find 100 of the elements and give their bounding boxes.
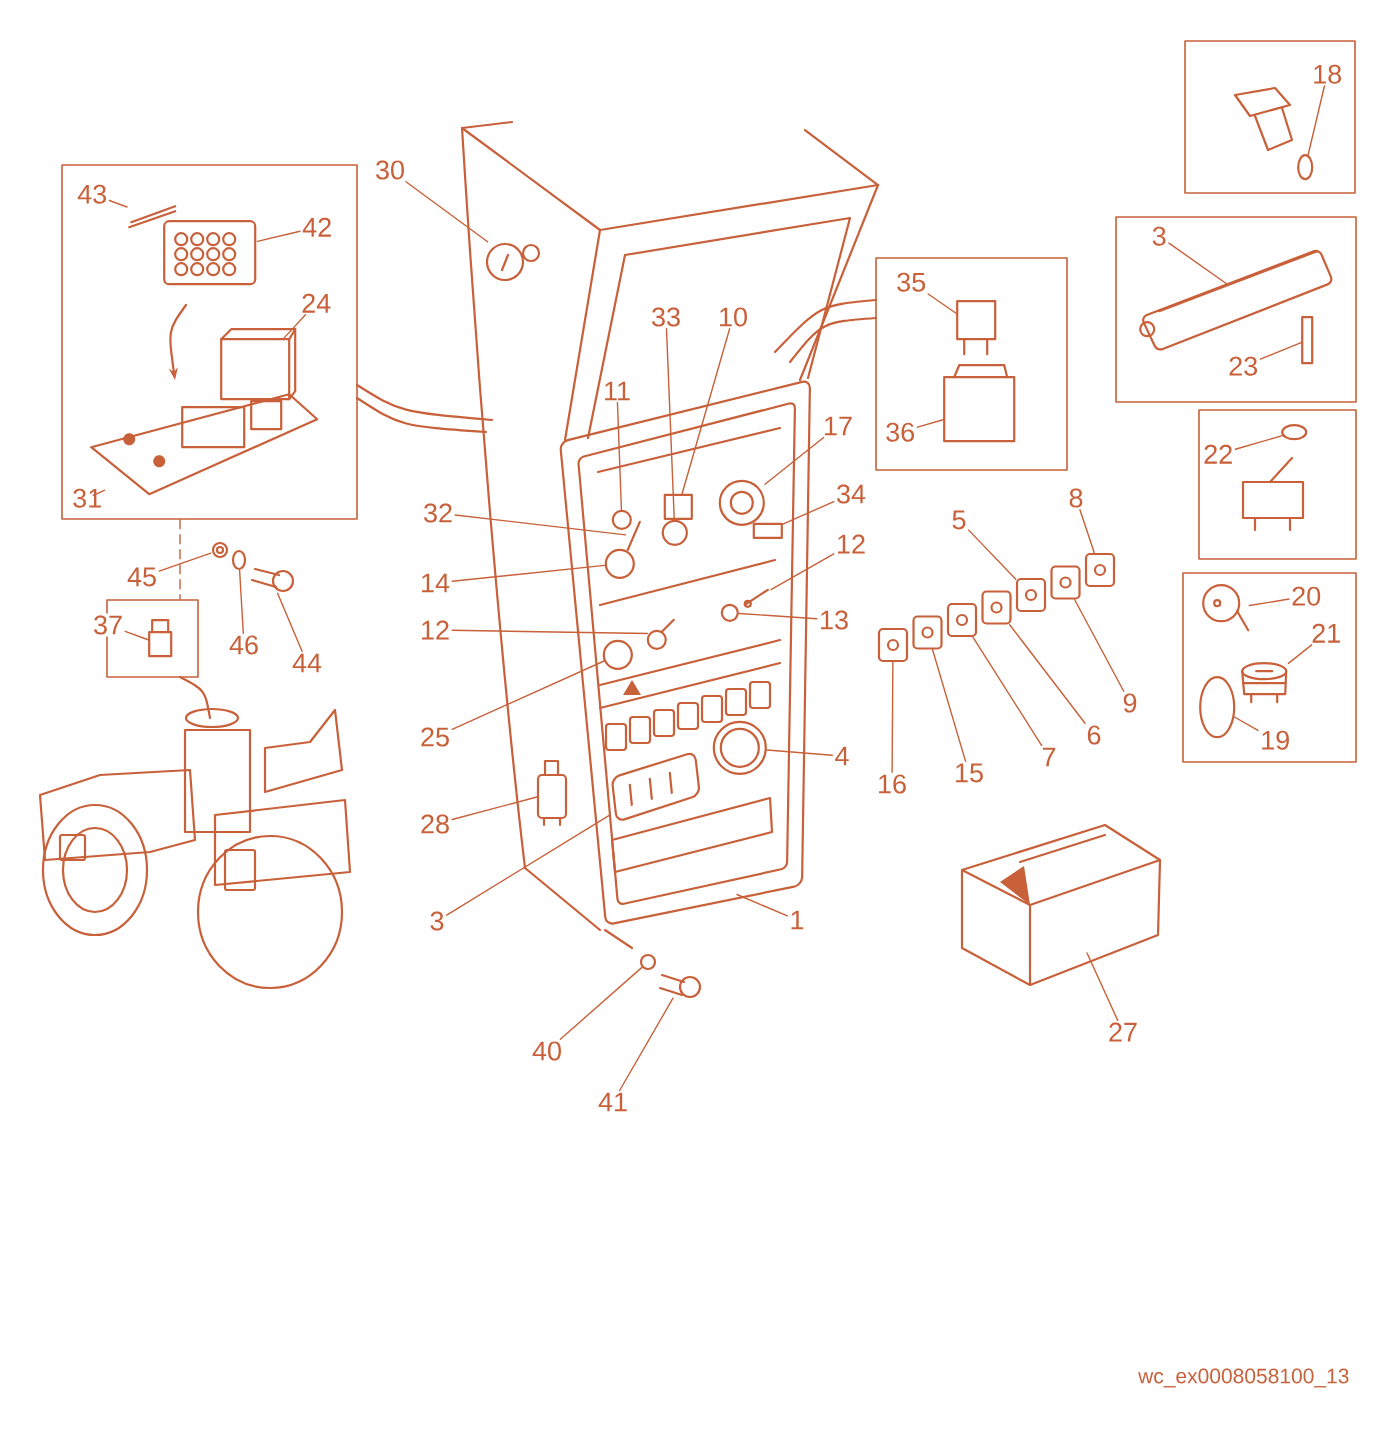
inset-frame	[1184, 40, 1356, 194]
callout-number: 33	[652, 307, 680, 327]
callout-number: 16	[879, 774, 906, 794]
leader-line	[1248, 598, 1290, 607]
callout-number: 24	[302, 293, 331, 313]
key-drawing	[1202, 584, 1250, 632]
callout-number: 23	[1229, 356, 1258, 376]
fuse-drawing	[1301, 316, 1314, 365]
ignition-switch-drawing	[1241, 662, 1288, 704]
bolt-drawing	[250, 567, 295, 593]
leader-line	[738, 612, 818, 620]
leader-line	[736, 893, 788, 917]
callout-number: 31	[73, 488, 101, 508]
button-drawing	[602, 639, 633, 670]
washer-drawing	[231, 549, 247, 571]
washer-drawing	[211, 541, 229, 559]
callout-number: 18	[1314, 64, 1342, 84]
rocker-switch-drawing	[1015, 577, 1047, 613]
rocker-switch-drawing	[981, 590, 1012, 625]
leader-line	[764, 436, 825, 485]
callout-number: 12	[422, 620, 449, 640]
mount-drawing	[752, 522, 783, 539]
callout-number: 43	[77, 184, 107, 204]
leader-line	[618, 997, 674, 1092]
leader-line	[927, 293, 957, 314]
callout-number: 7	[1042, 747, 1056, 767]
lever-drawing	[626, 520, 641, 551]
toggle-drawing	[743, 588, 769, 608]
bulb-drawing	[1297, 154, 1314, 181]
gauge-drawing	[485, 242, 541, 282]
leader-line	[451, 796, 538, 821]
callout-number: 46	[229, 635, 258, 655]
callout-number: 17	[825, 416, 852, 436]
callout-number: 42	[302, 217, 331, 237]
relay-drawing	[220, 328, 297, 401]
leader-line	[972, 636, 1043, 747]
leader-line	[1008, 624, 1086, 724]
leader-line	[124, 630, 149, 641]
leader-line	[179, 519, 181, 600]
inset-frame	[875, 257, 1068, 471]
leader-line	[891, 661, 894, 773]
callout-number: 3	[430, 911, 444, 931]
leader-line	[968, 529, 1017, 580]
rocker-switch-drawing	[912, 615, 943, 650]
fuse-holder-drawing	[943, 364, 1016, 443]
rocker-switch-drawing	[946, 602, 978, 638]
fuse-drawing	[956, 300, 997, 356]
callout-number: 25	[421, 727, 449, 747]
drawing-number: wc_ex0008058100_13	[1138, 1368, 1349, 1388]
callout-number: 9	[1123, 693, 1137, 713]
leader-line	[446, 814, 611, 916]
leader-line	[916, 419, 944, 428]
leader-line	[770, 553, 835, 591]
leader-line	[451, 564, 606, 582]
callout-number: 10	[720, 307, 747, 327]
callout-number: 1	[791, 910, 804, 930]
callout-number: 27	[1109, 1022, 1137, 1042]
callout-number: 22	[1204, 444, 1232, 464]
inset-frame	[1198, 409, 1357, 560]
inset-frame	[61, 164, 358, 520]
leader-line	[1287, 644, 1313, 665]
switch-drawing	[611, 509, 632, 530]
rocker-switch-drawing	[1084, 552, 1116, 588]
terminal-drawing	[128, 205, 177, 229]
callout-number: 30	[376, 160, 404, 180]
leader-line	[1168, 242, 1228, 285]
leader-line	[1074, 599, 1125, 692]
leader-line	[1233, 716, 1259, 732]
relay-drawing	[536, 759, 568, 827]
leader-line	[681, 328, 731, 495]
toggle-drawing	[646, 618, 675, 650]
callout-number: 34	[837, 484, 866, 504]
nut-drawing	[1281, 424, 1308, 441]
display-drawing	[611, 752, 701, 821]
leader-line	[256, 230, 301, 243]
callout-number: 15	[956, 763, 983, 783]
rocker-switch-drawing	[877, 627, 909, 663]
leader-line	[405, 181, 489, 243]
leader-line	[276, 592, 303, 653]
callout-number: 6	[1087, 725, 1101, 745]
callout-number: 37	[91, 613, 125, 637]
leader-line	[1086, 952, 1119, 1022]
callout-number: 20	[1292, 586, 1321, 606]
leader-line	[1307, 85, 1326, 156]
switch-drawing	[663, 493, 693, 520]
rocker-switch-drawing	[1050, 565, 1081, 600]
relay-drawing	[148, 619, 173, 658]
callout-number: 35	[897, 272, 926, 292]
leader-line	[238, 569, 244, 634]
dial-drawing	[718, 479, 765, 526]
callout-number: 36	[886, 422, 915, 442]
callout-number: 45	[127, 567, 156, 587]
callout-number: 19	[1262, 730, 1289, 750]
leader-line	[158, 552, 212, 572]
bolt-drawing	[658, 973, 702, 999]
leader-line	[766, 749, 833, 756]
leader-line	[454, 514, 627, 536]
callout-number: 12	[838, 534, 865, 554]
inset-frame	[1182, 572, 1357, 763]
callout-number: 8	[1069, 488, 1083, 508]
